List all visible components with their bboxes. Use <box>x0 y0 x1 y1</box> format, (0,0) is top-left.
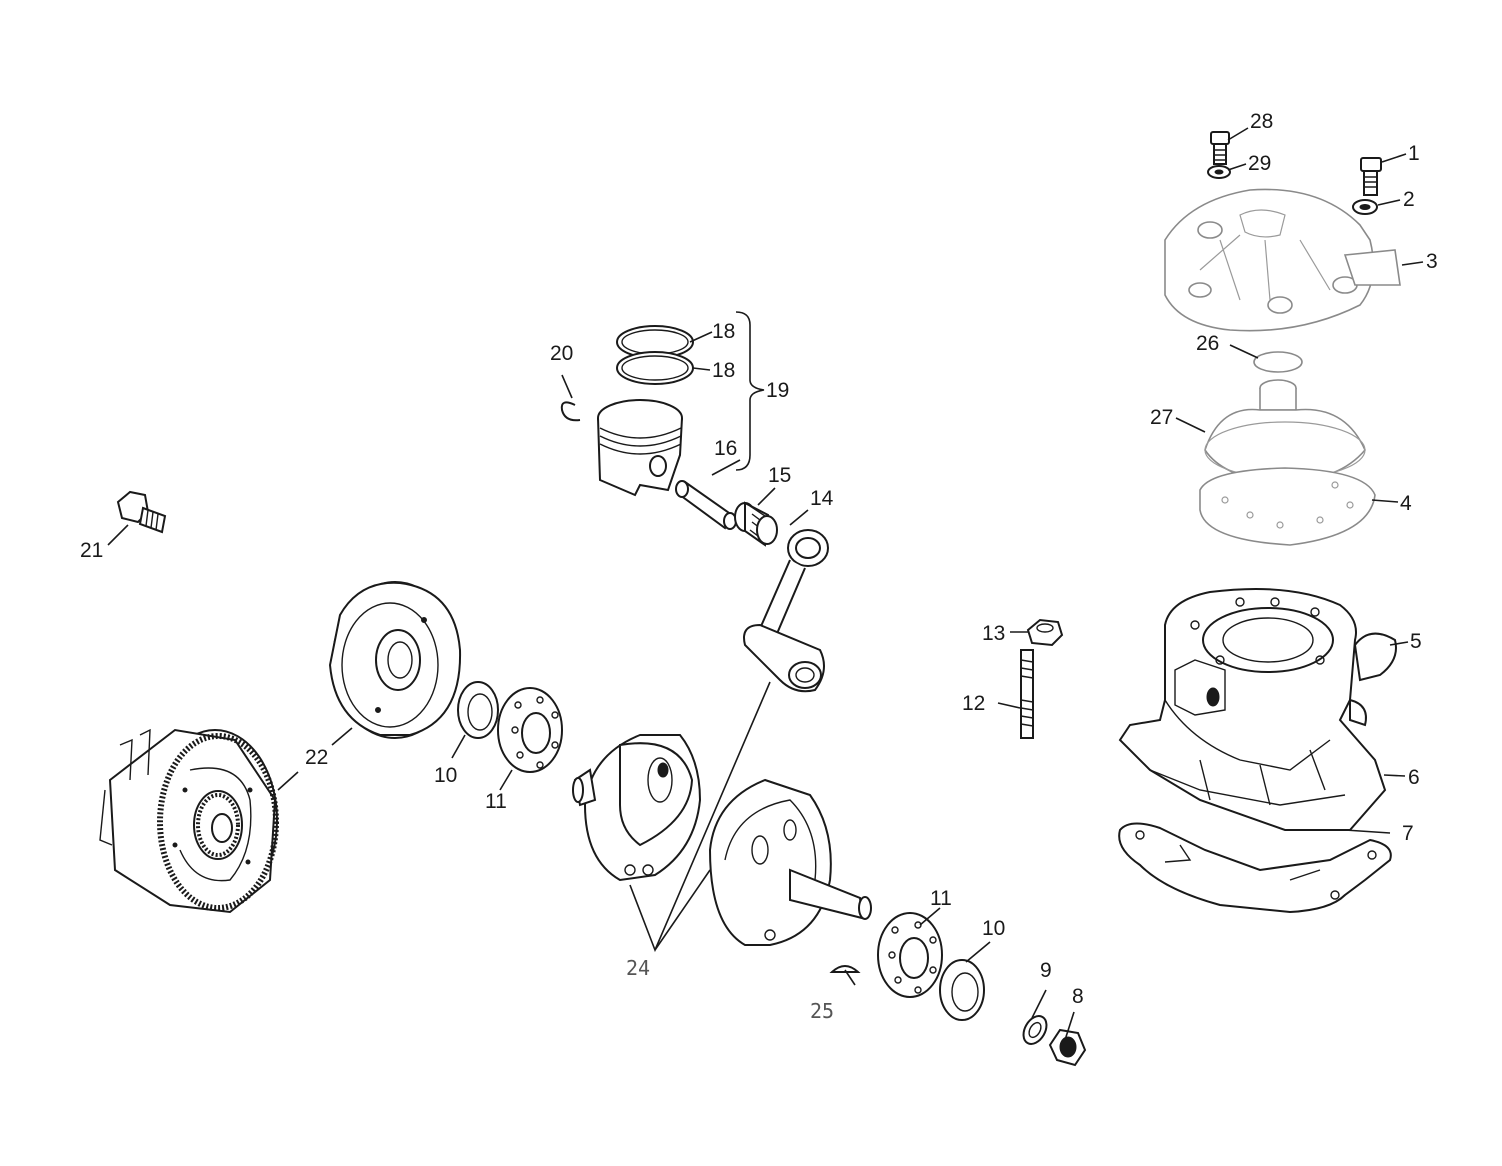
oil-seal-10-left <box>457 681 499 739</box>
label-19: 19 <box>766 379 789 402</box>
part-number-labels: 28 29 1 2 3 26 27 4 5 6 7 13 12 8 9 10 1… <box>80 110 1438 1023</box>
primary-gear-clutch-drum <box>99 728 279 914</box>
washer-2 <box>1352 199 1378 215</box>
o-ring-26 <box>1253 351 1303 373</box>
bolt-1 <box>1360 157 1382 196</box>
label-3: 3 <box>1426 250 1438 273</box>
label-18-upper: 18 <box>712 320 735 343</box>
label-27: 27 <box>1150 406 1173 429</box>
label-11-left: 11 <box>485 790 507 813</box>
bolt-28 <box>1210 131 1230 165</box>
head-gasket-4 <box>1199 467 1376 546</box>
crankshaft-half-left <box>572 734 702 882</box>
piston-pin-16 <box>675 480 737 530</box>
label-24: 24 <box>626 956 650 980</box>
label-7: 7 <box>1402 822 1414 845</box>
stud-12 <box>1020 649 1034 739</box>
leader-lines <box>107 127 1424 1041</box>
label-20: 20 <box>550 342 573 365</box>
label-26: 26 <box>1196 332 1219 355</box>
washer-29 <box>1207 165 1231 179</box>
flywheel-22 <box>328 581 462 739</box>
label-12: 12 <box>962 692 985 715</box>
label-9: 9 <box>1040 959 1052 982</box>
bearing-11-right <box>877 912 943 998</box>
connecting-rod-14 <box>743 529 829 693</box>
label-10-left: 10 <box>434 764 457 787</box>
label-18-lower: 18 <box>712 359 735 382</box>
label-22: 22 <box>305 746 328 769</box>
label-11-right: 11 <box>930 887 952 910</box>
needle-bearing-15 <box>734 501 778 547</box>
combustion-insert-27 <box>1204 379 1366 483</box>
base-gasket-7 <box>1118 822 1392 914</box>
cylinder-6 <box>1118 588 1397 831</box>
label-4: 4 <box>1400 492 1412 515</box>
piston <box>597 399 683 497</box>
label-2: 2 <box>1403 188 1415 211</box>
cylinder-head-3 <box>1164 188 1401 332</box>
label-14: 14 <box>810 487 834 510</box>
piston-ring-upper-18 <box>616 325 694 359</box>
label-29: 29 <box>1248 152 1271 175</box>
nut-13 <box>1026 618 1064 647</box>
label-10-right: 10 <box>982 917 1005 940</box>
label-1: 1 <box>1408 142 1420 165</box>
oil-seal-10-right <box>939 959 985 1021</box>
label-28: 28 <box>1250 110 1273 133</box>
woodruff-key-25 <box>829 965 861 973</box>
circlip-20 <box>560 401 581 422</box>
crankshaft-half-right <box>708 778 872 946</box>
washer-9 <box>1022 1015 1048 1045</box>
label-5: 5 <box>1410 630 1422 653</box>
label-16: 16 <box>714 437 737 460</box>
bearing-11-left <box>497 687 563 773</box>
label-15: 15 <box>768 464 791 487</box>
label-6: 6 <box>1408 766 1420 789</box>
label-8: 8 <box>1072 985 1084 1008</box>
label-21: 21 <box>80 539 103 562</box>
label-25: 25 <box>810 999 834 1023</box>
bolt-21 <box>116 490 167 534</box>
label-13: 13 <box>982 622 1005 645</box>
nut-8 <box>1048 1028 1087 1067</box>
piston-ring-lower-18 <box>616 351 694 385</box>
